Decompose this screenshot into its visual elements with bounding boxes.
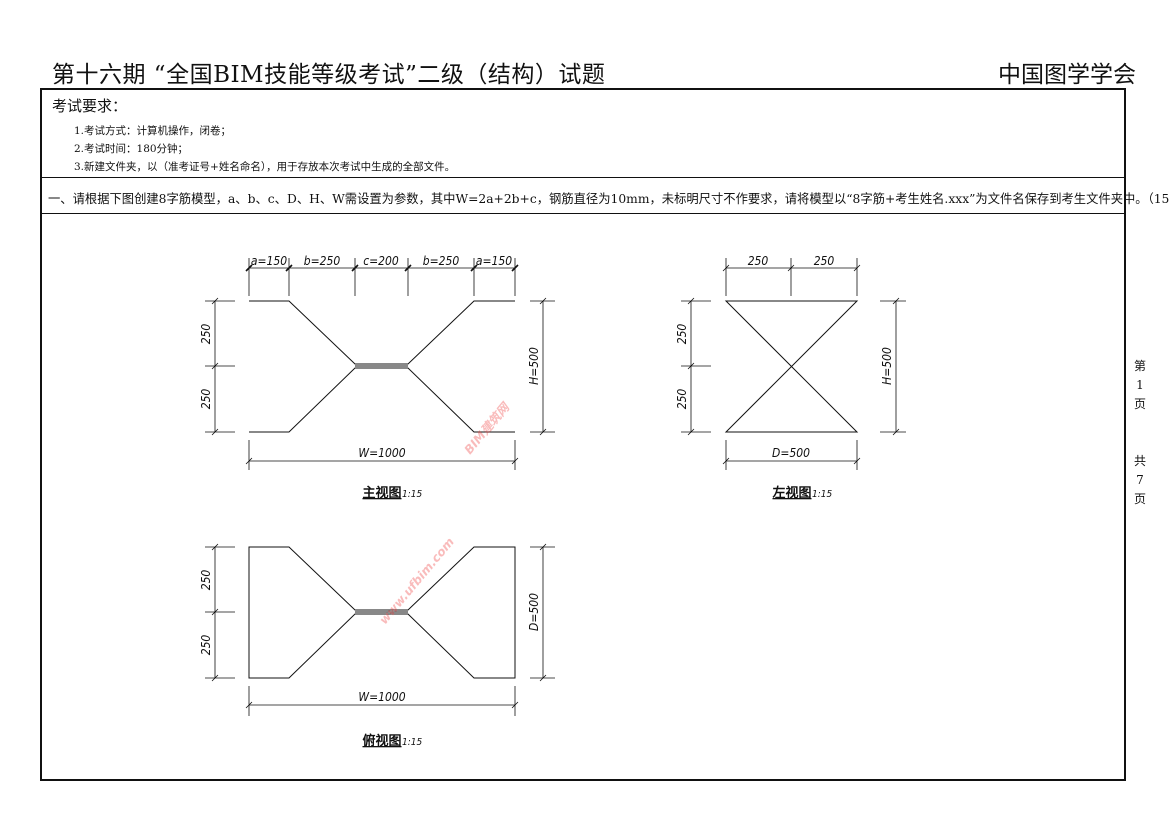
dim-b: b=250	[423, 254, 460, 268]
dim-b: b=250	[304, 254, 341, 268]
front-view: a=150 b=250 c=200 b=250 a=150 250 250 H=…	[199, 254, 555, 501]
view-scale: 1:15	[402, 489, 422, 500]
divider	[40, 213, 1124, 214]
page-number: 1	[1136, 378, 1144, 392]
view-scale: 1:15	[402, 737, 422, 748]
dim-c: c=200	[363, 254, 399, 268]
dim-left: 250	[199, 324, 213, 345]
page-label: 第	[1133, 359, 1146, 373]
dim-left-half: 250	[748, 254, 769, 268]
divider	[40, 177, 1124, 178]
top-view: 250 250 D=500 W=1000 俯视图 1:15	[199, 543, 555, 749]
rebar-front	[249, 300, 515, 433]
view-title: 主视图	[362, 485, 401, 501]
dim-height: H=500	[880, 347, 894, 385]
dim-height: H=500	[527, 347, 541, 385]
organization-name: 中国图学学会	[998, 62, 1136, 88]
question-text: 一、请根据下图创建8字筋模型，a、b、c、D、H、W需设置为参数，其中W=2a+…	[48, 192, 1169, 206]
dim-right-half: 250	[814, 254, 835, 268]
view-scale: 1:15	[812, 489, 832, 500]
rebar-top	[248, 546, 516, 679]
dim-a: a=150	[476, 254, 512, 268]
view-title: 俯视图	[362, 733, 401, 749]
requirement-item: 2.考试时间：180分钟；	[74, 143, 189, 155]
dim-depth: D=500	[772, 446, 810, 460]
rebar-side	[724, 300, 859, 433]
page-indicator: 第 1 页 共 7 页	[1132, 357, 1148, 509]
watermark-url: www.ufbim.com	[377, 535, 457, 627]
dim-left: 250	[199, 635, 213, 656]
requirements-heading: 考试要求：	[52, 97, 128, 115]
total-suffix: 页	[1133, 492, 1146, 506]
dim-left: 250	[199, 570, 213, 591]
view-title: 左视图	[772, 485, 811, 501]
dim-width: W=1000	[358, 690, 405, 704]
dim-left: 250	[675, 389, 689, 410]
requirement-item: 3.新建文件夹，以（准考证号+姓名命名），用于存放本次考试中生成的全部文件。	[74, 161, 456, 173]
dim-left: 250	[199, 389, 213, 410]
dim-top	[205, 258, 555, 470]
requirement-item: 1.考试方式：计算机操作，闭卷；	[74, 125, 232, 137]
total-pages: 7	[1136, 473, 1144, 487]
total-label: 共	[1133, 454, 1146, 468]
drawing-frame	[40, 88, 1126, 781]
dim-width: W=1000	[358, 446, 405, 460]
page-title: 第十六期 “全国BIM技能等级考试”二级（结构）试题	[52, 62, 606, 88]
dim-left: 250	[675, 324, 689, 345]
page-suffix: 页	[1133, 397, 1146, 411]
dim-depth: D=500	[527, 593, 541, 631]
dim-a: a=150	[251, 254, 287, 268]
side-view: 250 250 250 250 H=500 D=500 左视图 1:15	[675, 254, 906, 501]
